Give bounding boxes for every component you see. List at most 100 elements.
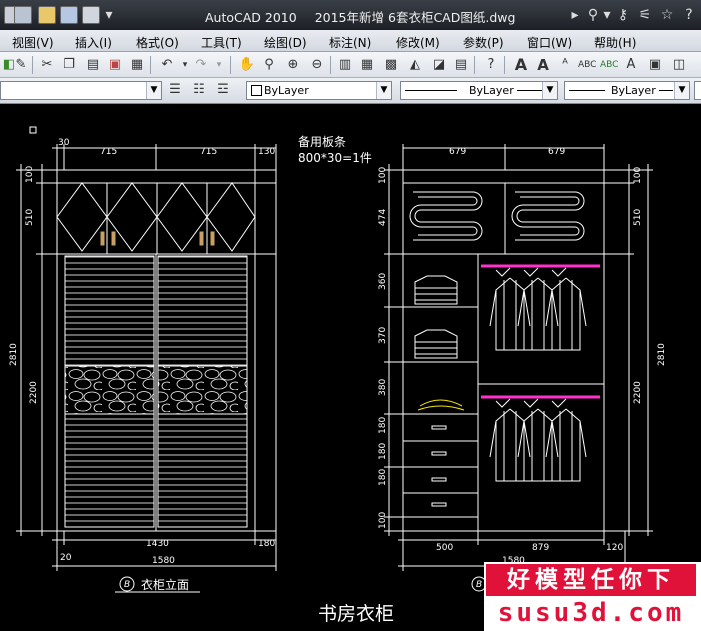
left-elevation: [16, 144, 277, 571]
layer-properties-icon[interactable]: ☰: [169, 82, 181, 97]
menu-draw[interactable]: 绘图(D): [264, 36, 307, 50]
search-dropdown-icon[interactable]: ▾: [603, 7, 611, 23]
open-folder-icon[interactable]: [38, 6, 56, 24]
undo-dropdown-icon[interactable]: ▾: [182, 60, 188, 70]
left-caption: 衣柜立面: [141, 577, 189, 592]
multiline-text-icon[interactable]: A: [537, 56, 549, 74]
dim-text: 510: [633, 209, 643, 226]
help-icon[interactable]: ?: [685, 7, 693, 23]
help-book-icon[interactable]: ?: [487, 57, 495, 72]
menu-modify[interactable]: 修改(M): [396, 36, 440, 50]
wardrobe-outline: [56, 169, 277, 532]
print-icon[interactable]: [14, 6, 32, 24]
spell-check-icon[interactable]: ABC: [600, 60, 619, 70]
separator: [474, 56, 475, 74]
undo-icon[interactable]: ↶: [161, 57, 173, 72]
lineweight-combo[interactable]: ByLayer ▼: [564, 81, 690, 100]
communication-icon[interactable]: ⚟: [638, 7, 652, 23]
dim-text: 510: [25, 209, 35, 226]
text-style-icon[interactable]: A: [626, 57, 636, 72]
zoom-previous-icon[interactable]: ⊖: [311, 57, 323, 72]
dim-text: 360: [378, 273, 388, 290]
copy-icon[interactable]: ❐: [63, 57, 75, 72]
linetype-combo[interactable]: ByLayer ▼: [400, 81, 558, 100]
door-handle: [111, 231, 116, 246]
door-handle: [100, 231, 105, 246]
dim-text: 100: [378, 512, 388, 529]
upper-door-right-b: [206, 182, 256, 252]
markup-icon[interactable]: ◪: [432, 57, 446, 72]
menu-help[interactable]: 帮助(H): [594, 36, 637, 50]
edit-icon[interactable]: ✎: [15, 57, 27, 72]
chevron-down-icon[interactable]: ▼: [674, 82, 689, 99]
plot-style-combo[interactable]: [694, 81, 701, 100]
justify-text-icon[interactable]: ◫: [672, 57, 686, 72]
menu-view[interactable]: 视图(V): [12, 36, 54, 50]
chevron-down-icon[interactable]: ▼: [542, 82, 557, 99]
cut-icon[interactable]: ✂: [41, 57, 53, 72]
properties-icon[interactable]: ▥: [338, 57, 352, 72]
menu-bar: 视图(V) 插入(I) 格式(O) 工具(T) 绘图(D) 标注(N) 修改(M…: [0, 30, 701, 52]
dim-text: 715: [100, 147, 117, 157]
redo-icon[interactable]: ↷: [195, 57, 207, 72]
find-replace-icon[interactable]: ABC: [578, 60, 597, 70]
stone-panel-left: [64, 365, 155, 415]
zoom-realtime-icon[interactable]: ⚲: [264, 57, 274, 72]
hanging-coats-lower: [489, 398, 587, 482]
undo-history-icon[interactable]: [82, 6, 100, 24]
dim-text: 180: [378, 443, 388, 460]
chevron-down-icon[interactable]: ▼: [146, 82, 161, 99]
favorites-star-icon[interactable]: ☆: [660, 7, 674, 23]
layer-states-icon[interactable]: ☲: [217, 82, 229, 97]
folded-blanket-left: [413, 191, 483, 241]
sheet-set-icon[interactable]: ◭: [410, 57, 420, 72]
menu-window[interactable]: 窗口(W): [527, 36, 573, 50]
hanging-coats-upper: [489, 267, 587, 351]
dim-text: 130: [258, 147, 275, 157]
menu-insert[interactable]: 插入(I): [75, 36, 112, 50]
dim-text: 500: [436, 543, 453, 553]
qa-dropdown-icon[interactable]: ▾: [105, 7, 113, 23]
scale-text-icon[interactable]: ▣: [648, 57, 662, 72]
key-icon[interactable]: ⚷: [617, 7, 629, 23]
drawing-canvas[interactable]: 备用板条 800*30=1件 30 715 715 130 100 510 22…: [0, 104, 701, 631]
new-icon[interactable]: ◧: [2, 57, 16, 72]
document-name: 2015年新增 6套衣柜CAD图纸.dwg: [314, 10, 516, 25]
dim-text: 20: [60, 553, 72, 563]
menu-format[interactable]: 格式(O): [136, 36, 179, 50]
sliding-door-right-lower: [157, 413, 248, 528]
menu-parametric[interactable]: 参数(P): [463, 36, 504, 50]
separator: [32, 56, 33, 74]
separator: [150, 56, 151, 74]
chevron-down-icon[interactable]: ▼: [376, 82, 391, 99]
design-center-icon[interactable]: ▦: [360, 57, 374, 72]
color-combo[interactable]: ByLayer ▼: [246, 81, 392, 100]
tool-palettes-icon[interactable]: ▩: [384, 57, 398, 72]
dim-text: 1430: [146, 539, 169, 549]
dim-text: 2810: [9, 343, 19, 366]
spare-board-title: 备用板条: [298, 135, 346, 149]
edit-text-icon[interactable]: ᴬ: [562, 57, 568, 72]
pan-icon[interactable]: ✋: [238, 57, 256, 72]
match-properties-icon[interactable]: ▣: [108, 57, 122, 72]
calculator-icon[interactable]: ▤: [454, 57, 468, 72]
dim-text: 679: [449, 147, 466, 157]
binoculars-icon[interactable]: ⚲: [587, 7, 599, 23]
dim-text: 100: [378, 167, 388, 184]
dim-text: 679: [548, 147, 565, 157]
block-editor-icon[interactable]: ▦: [130, 57, 144, 72]
search-expand-icon[interactable]: ▸: [571, 7, 579, 23]
text-icon[interactable]: A: [514, 55, 528, 74]
lineweight-sample: [569, 90, 605, 91]
spare-board-spec: 800*30=1件: [298, 151, 372, 165]
paste-icon[interactable]: ▤: [86, 57, 100, 72]
redo-dropdown-icon[interactable]: ▾: [216, 60, 222, 70]
menu-tools[interactable]: 工具(T): [201, 36, 242, 50]
menu-dimension[interactable]: 标注(N): [329, 36, 372, 50]
cad-drawing[interactable]: 备用板条 800*30=1件 30 715 715 130 100 510 22…: [0, 104, 701, 631]
save-icon[interactable]: [60, 6, 78, 24]
zoom-window-icon[interactable]: ⊕: [287, 57, 299, 72]
layer-combo[interactable]: ▼: [0, 81, 162, 100]
standard-toolbar: ◧ ✎ ✂ ❐ ▤ ▣ ▦ ↶ ▾ ↷ ▾ ✋ ⚲ ⊕ ⊖ ▥ ▦ ▩ ◭ ◪ …: [0, 52, 701, 78]
layer-previous-icon[interactable]: ☷: [193, 82, 205, 97]
